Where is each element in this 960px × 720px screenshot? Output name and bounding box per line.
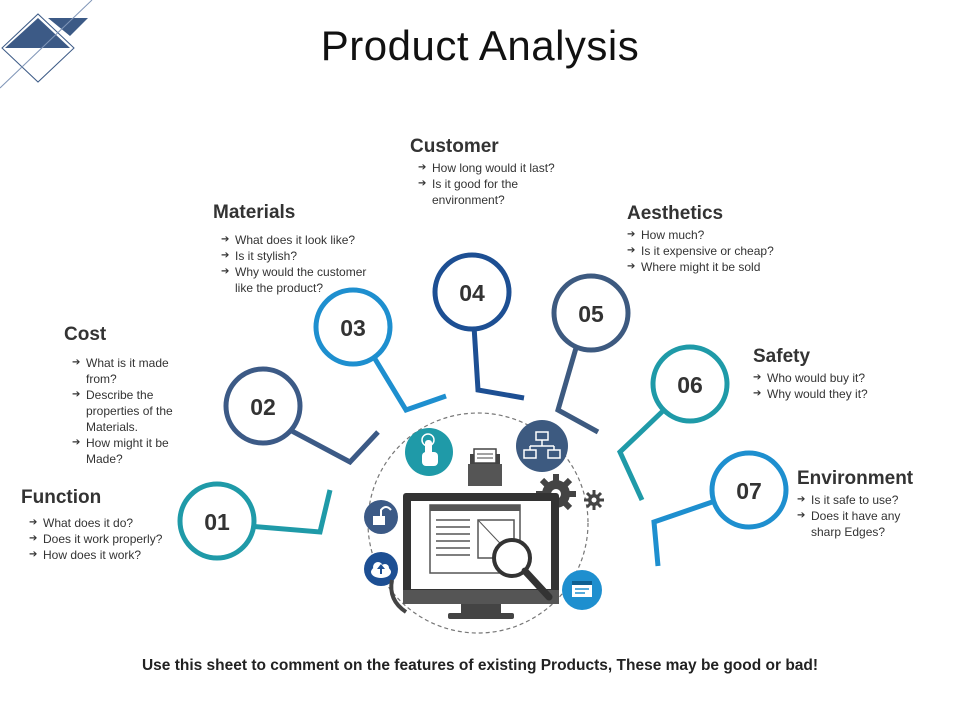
- heading-materials: Materials: [213, 202, 296, 223]
- bullet-customer-1: How long would it last?: [418, 160, 558, 176]
- number-01: 01: [204, 509, 230, 535]
- ring-07: [709, 450, 789, 530]
- bullet-cost-1: What is it made from?: [72, 355, 190, 387]
- bullet-customer-2: Is it good for the environment?: [418, 176, 558, 208]
- page-title: Product Analysis: [320, 22, 640, 69]
- footer-note: Use this sheet to comment on the feature…: [141, 657, 819, 674]
- heading-environment: Environment: [797, 468, 914, 489]
- network-icon: [516, 420, 568, 472]
- number-02: 02: [250, 394, 276, 420]
- bullet-aesthetics-1: How much?: [627, 227, 807, 243]
- bullet-function-2: Does it work properly?: [29, 531, 191, 547]
- folder-icon: [468, 448, 502, 486]
- ring-05: [551, 273, 631, 353]
- heading-customer: Customer: [410, 136, 499, 157]
- bullet-cost-3: How might it be Made?: [72, 435, 190, 467]
- block-cost: Cost What is it made from? Describe the …: [64, 324, 224, 467]
- bullet-aesthetics-2: Is it expensive or cheap?: [627, 243, 807, 259]
- connector-05: [555, 347, 600, 435]
- corner-decoration: [0, 0, 93, 89]
- bullet-environment-2: Does it have any sharp Edges?: [797, 508, 917, 540]
- bullet-materials-1: What does it look like?: [221, 232, 381, 248]
- block-safety: Safety Who would buy it? Why would they …: [753, 346, 913, 402]
- number-05: 05: [578, 301, 604, 327]
- number-06: 06: [677, 372, 703, 398]
- bullet-materials-3: Why would the customer like the product?: [221, 264, 381, 296]
- monitor-icon: [403, 493, 559, 619]
- block-aesthetics: Aesthetics How much? Is it expensive or …: [627, 203, 807, 275]
- connector-04: [471, 325, 525, 401]
- bullet-environment-1: Is it safe to use?: [797, 492, 917, 508]
- block-environment: Environment Is it safe to use? Does it h…: [797, 468, 947, 540]
- connector-07: [651, 497, 719, 567]
- ring-06: [650, 344, 730, 424]
- heading-function: Function: [21, 487, 102, 508]
- number-04: 04: [459, 280, 485, 306]
- connector-02: [288, 427, 380, 466]
- headset-icon: [389, 579, 408, 614]
- block-customer: Customer How long would it last? Is it g…: [410, 136, 580, 208]
- connector-06: [616, 406, 668, 502]
- heading-cost: Cost: [64, 324, 107, 345]
- connector-03: [369, 352, 447, 414]
- browser-window-icon: [562, 570, 602, 610]
- bullet-function-1: What does it do?: [29, 515, 191, 531]
- bullet-safety-1: Who would buy it?: [753, 370, 913, 386]
- bullet-materials-2: Is it stylish?: [221, 248, 381, 264]
- number-03: 03: [340, 315, 366, 341]
- heading-aesthetics: Aesthetics: [627, 203, 724, 224]
- touch-icon: [405, 428, 453, 476]
- heading-safety: Safety: [753, 346, 811, 367]
- bullet-cost-2: Describe the properties of the Materials…: [72, 387, 190, 435]
- block-function: Function What does it do? Does it work p…: [21, 487, 191, 563]
- block-materials: Materials What does it look like? Is it …: [213, 202, 388, 296]
- cloud-upload-icon: [364, 552, 398, 586]
- magnifier-icon: [492, 538, 553, 601]
- number-07: 07: [736, 478, 762, 504]
- ring-02: [223, 366, 303, 446]
- unlock-icon: [364, 500, 398, 534]
- bullet-aesthetics-3: Where might it be sold: [627, 259, 807, 275]
- connector-01: [247, 489, 333, 535]
- ring-04: [432, 252, 512, 332]
- bullet-function-3: How does it work?: [29, 547, 191, 563]
- bullet-safety-2: Why would they it?: [753, 386, 913, 402]
